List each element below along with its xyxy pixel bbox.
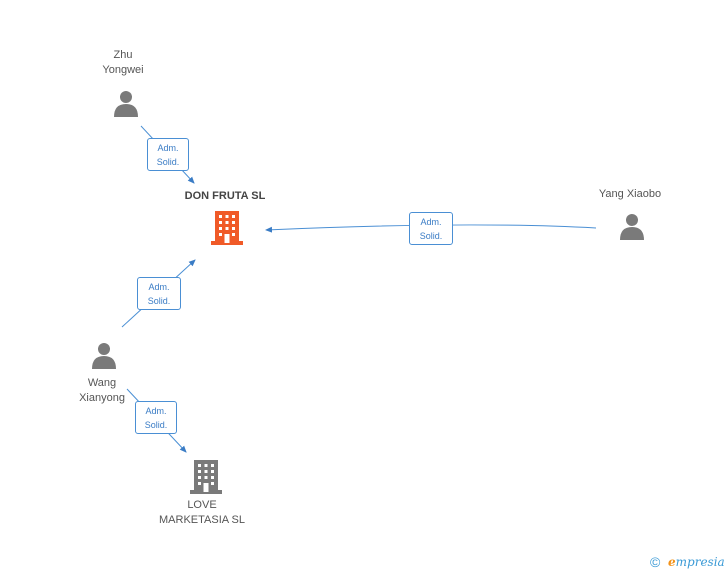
brand-logo: © empresia (650, 553, 728, 573)
person-name-yang-xiaobo[interactable]: Yang Xiaobo (598, 188, 662, 200)
edge-label-adm-solid: Adm.Solid. (147, 138, 189, 171)
building-icon[interactable] (211, 211, 243, 245)
person-name-wang-xianyong[interactable]: Wang Xianyong (79, 377, 125, 404)
person-icon[interactable] (90, 341, 118, 369)
person-icon[interactable] (112, 89, 140, 117)
edge-label-adm-solid: Adm.Solid. (135, 401, 177, 434)
edge-label-adm-solid: Adm.Solid. (137, 277, 181, 310)
building-icon[interactable] (190, 460, 222, 494)
company-name-love-marketasia[interactable]: LOVE MARKETASIA SL (159, 499, 245, 526)
person-name-zhu-yongwei[interactable]: Zhu Yongwei (102, 49, 144, 76)
brand-wordmark: empresia (668, 555, 725, 569)
company-name-don-fruta[interactable]: DON FRUTA SL (184, 190, 266, 202)
person-icon[interactable] (618, 212, 646, 240)
edge-label-adm-solid: Adm.Solid. (409, 212, 453, 245)
copyright-symbol: © (650, 554, 661, 570)
